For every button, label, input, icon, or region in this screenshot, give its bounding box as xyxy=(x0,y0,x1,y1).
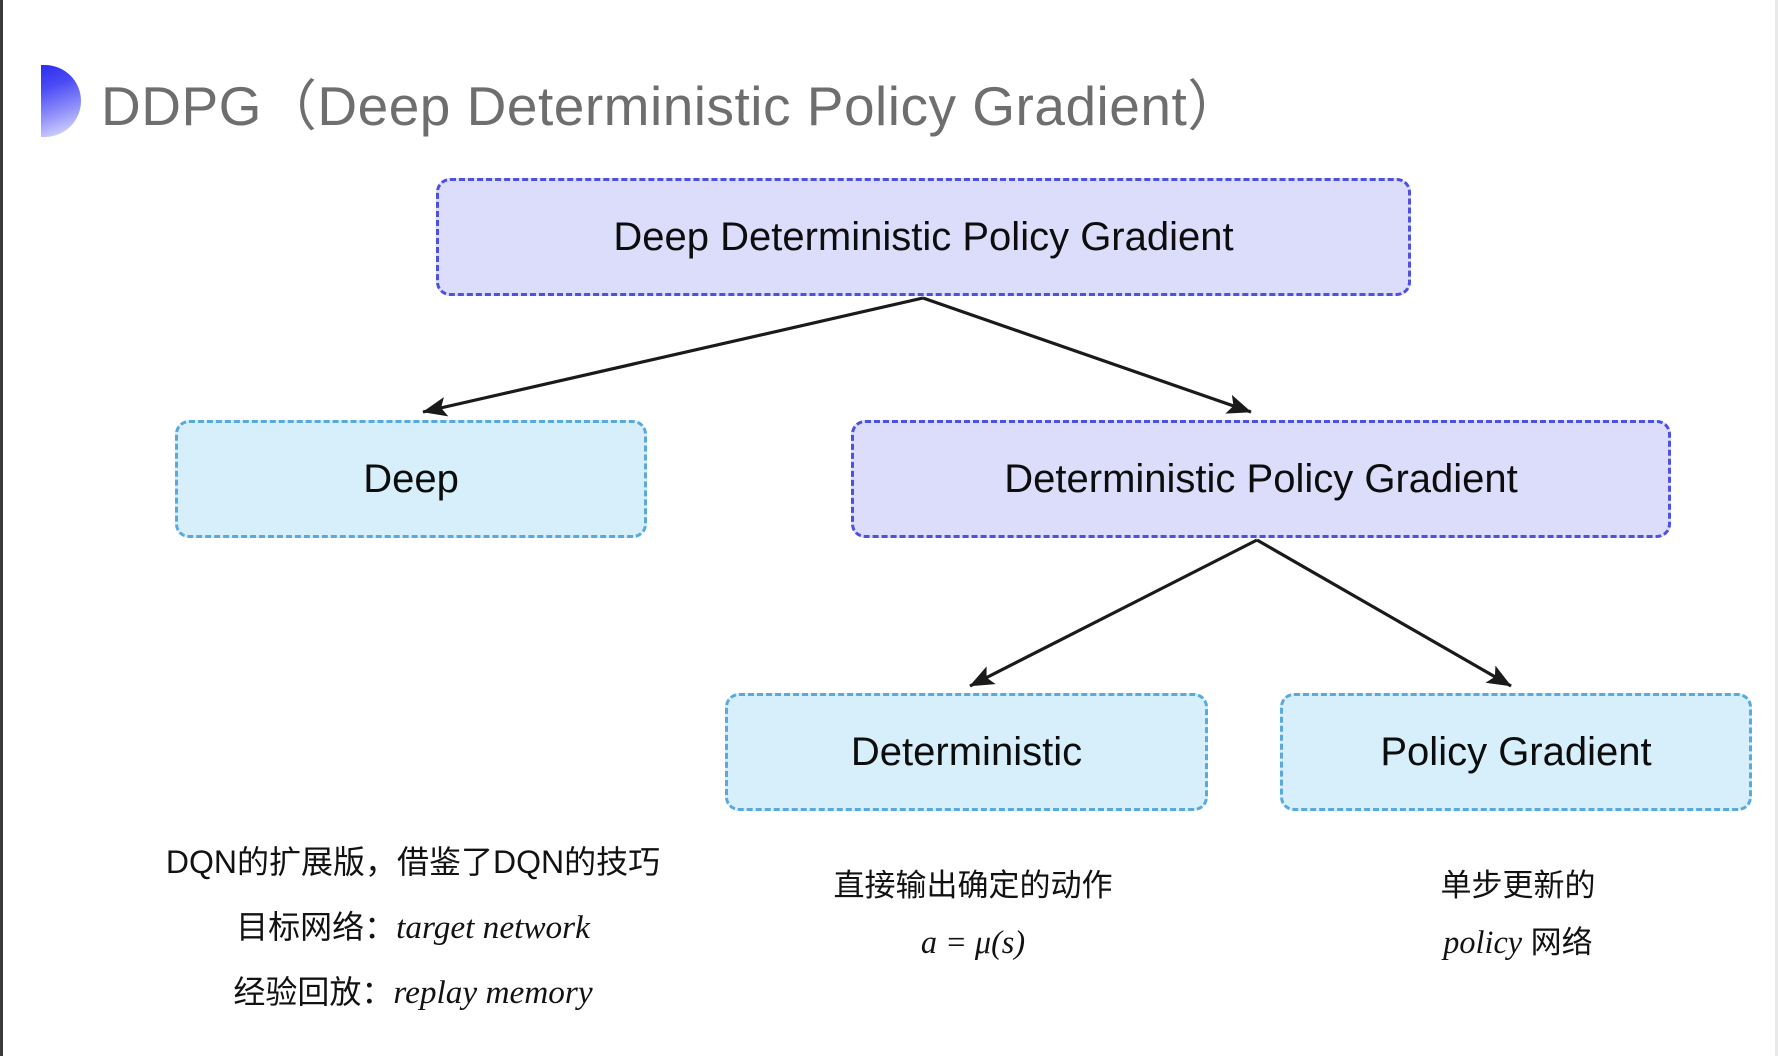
edge-dpg-to-policy-gradient xyxy=(1256,538,1512,688)
annotation-policy-gradient-term: policy xyxy=(1443,924,1523,961)
node-deep[interactable]: Deep xyxy=(175,420,647,538)
annotation-deterministic-formula: a = μ(s) xyxy=(920,924,1026,961)
node-label: Deep Deterministic Policy Gradient xyxy=(613,215,1234,259)
edge-root-to-deep xyxy=(422,296,924,417)
annotation-policy-gradient-line-1: 单步更新的 xyxy=(1440,868,1596,903)
annotation-deep-line-1: DQN的扩展版，借鉴了DQN的技巧 xyxy=(165,844,661,880)
annotation-deep-line-3: 经验回放：replay memory xyxy=(63,967,763,1019)
annotation-deep-line-3-prefix: 经验回放： xyxy=(233,974,394,1011)
slide-title-row: DDPG（Deep Deterministic Policy Gradient） xyxy=(3,58,1243,144)
annotation-deep-line-2: 目标网络：target network xyxy=(63,902,763,954)
node-deterministic[interactable]: Deterministic xyxy=(725,693,1208,811)
edge-root-to-dpg xyxy=(922,296,1252,414)
annotation-deep-line-3-term: replay memory xyxy=(393,974,593,1012)
annotation-policy-gradient: 单步更新的 policy 网络 xyxy=(1303,862,1733,968)
node-label: Policy Gradient xyxy=(1380,730,1652,774)
node-deterministic-policy-gradient[interactable]: Deterministic Policy Gradient xyxy=(851,420,1671,538)
annotation-deep-line-2-prefix: 目标网络： xyxy=(236,908,397,945)
node-label: Deterministic xyxy=(850,730,1083,774)
node-label: Deterministic Policy Gradient xyxy=(1004,457,1518,501)
annotation-policy-gradient-suffix: 网络 xyxy=(1522,925,1593,961)
node-deep-deterministic-policy-gradient[interactable]: Deep Deterministic Policy Gradient xyxy=(436,178,1411,296)
annotation-policy-gradient-line-2: policy 网络 xyxy=(1303,918,1733,968)
annotation-deterministic-line-1: 直接输出确定的动作 xyxy=(833,868,1113,903)
edge-dpg-to-deterministic xyxy=(969,538,1258,688)
annotation-deep: DQN的扩展版，借鉴了DQN的技巧 目标网络：target network 经验… xyxy=(63,838,763,1019)
gradient-halfcircle-bullet-icon xyxy=(41,65,81,137)
node-label: Deep xyxy=(363,457,459,501)
node-policy-gradient[interactable]: Policy Gradient xyxy=(1280,693,1752,811)
annotation-deterministic: 直接输出确定的动作 a = μ(s) xyxy=(703,862,1243,968)
annotation-deep-line-2-term: target network xyxy=(396,908,590,946)
page-title: DDPG（Deep Deterministic Policy Gradient） xyxy=(101,75,1243,137)
